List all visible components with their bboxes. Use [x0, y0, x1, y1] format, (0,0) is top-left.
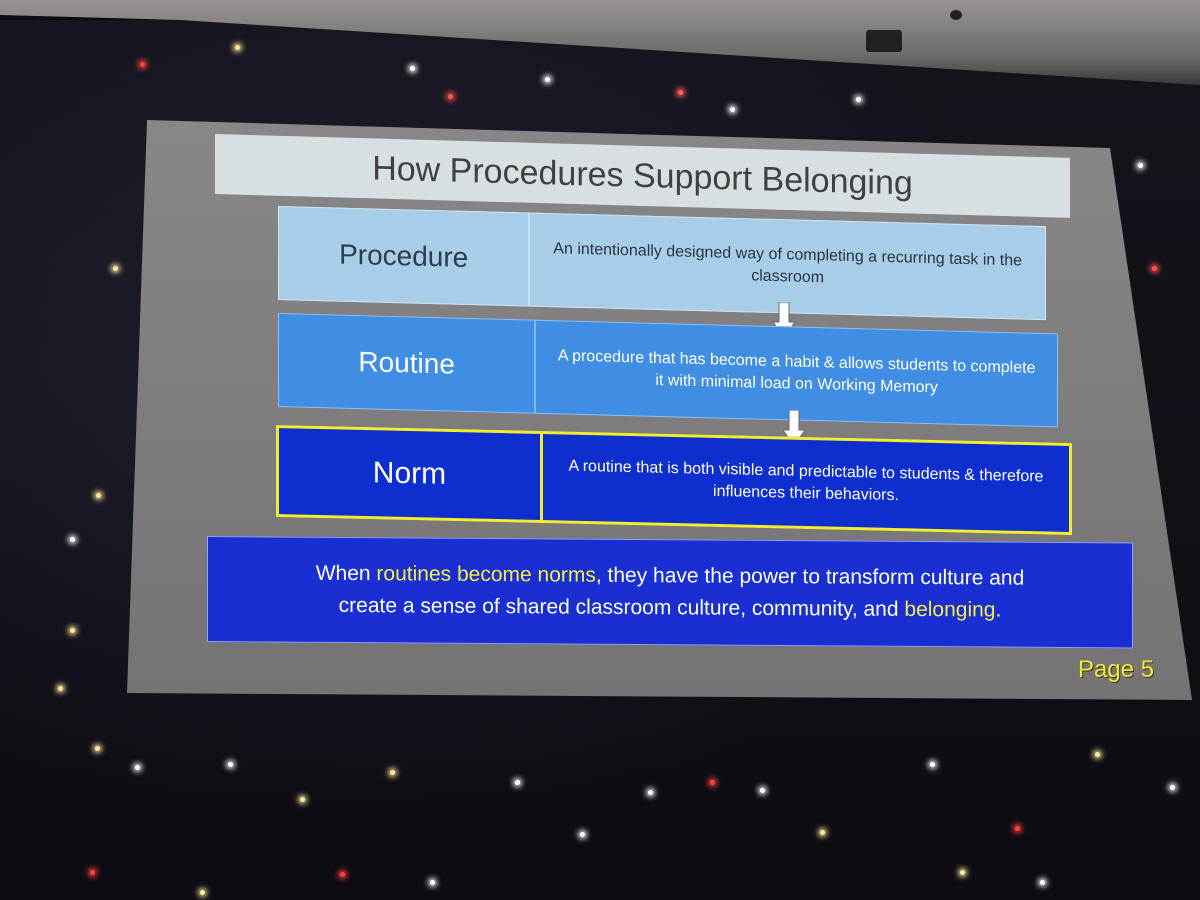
light-dot	[856, 97, 861, 102]
row-procedure: Procedure An intentionally designed way …	[278, 206, 1046, 321]
light-dot	[678, 90, 683, 95]
light-dot	[580, 832, 585, 837]
page-number: Page 5	[1078, 656, 1155, 683]
row-norm: Norm A routine that is both visible and …	[276, 425, 1072, 536]
light-dot	[1170, 785, 1175, 790]
light-dot	[300, 797, 305, 802]
summary-text: , they have the power to transform cultu…	[595, 563, 1025, 590]
light-dot	[135, 765, 140, 770]
light-dot	[545, 77, 550, 82]
summary-text: When	[315, 561, 377, 586]
light-dot	[1138, 163, 1143, 168]
light-dot	[228, 762, 233, 767]
summary-box: When routines become norms, they have th…	[207, 536, 1133, 649]
definition-norm: A routine that is both visible and predi…	[568, 457, 1044, 505]
slide-title-text: How Procedures Support Belonging	[372, 148, 913, 202]
light-dot	[1040, 880, 1045, 885]
term-norm: Norm	[279, 428, 543, 521]
light-dot	[515, 780, 520, 785]
summary-line-1: When routines become norms, they have th…	[316, 558, 1025, 595]
light-dot	[113, 266, 118, 271]
summary-highlight: routines become norms	[376, 562, 596, 587]
light-dot	[90, 870, 95, 875]
light-dot	[140, 62, 145, 67]
summary-line-2: create a sense of shared classroom cultu…	[339, 590, 1002, 627]
summary-text: .	[995, 598, 1002, 622]
light-dot	[448, 94, 453, 99]
light-dot	[760, 788, 765, 793]
light-dot	[730, 107, 735, 112]
summary-text: create a sense of shared classroom cultu…	[338, 593, 905, 621]
light-dot	[430, 880, 435, 885]
light-dot	[70, 628, 75, 633]
light-dot	[648, 790, 653, 795]
light-dot	[1015, 826, 1020, 831]
ceiling-projector	[866, 30, 902, 52]
light-dot	[58, 686, 63, 691]
ceiling-light	[950, 10, 962, 20]
term-routine: Routine	[279, 314, 537, 413]
light-dot	[820, 830, 825, 835]
light-dot	[96, 493, 101, 498]
light-dot	[340, 872, 345, 877]
light-dot	[930, 762, 935, 767]
light-dot	[200, 890, 205, 895]
light-dot	[1152, 266, 1157, 271]
light-dot	[410, 66, 415, 71]
light-dot	[95, 746, 100, 751]
light-dot	[960, 870, 965, 875]
term-procedure: Procedure	[279, 207, 531, 306]
light-dot	[1095, 752, 1100, 757]
light-dot	[70, 537, 75, 542]
light-dot	[710, 780, 715, 785]
summary-highlight: belonging	[904, 597, 996, 622]
light-dot	[235, 45, 240, 50]
light-dot	[390, 770, 395, 775]
